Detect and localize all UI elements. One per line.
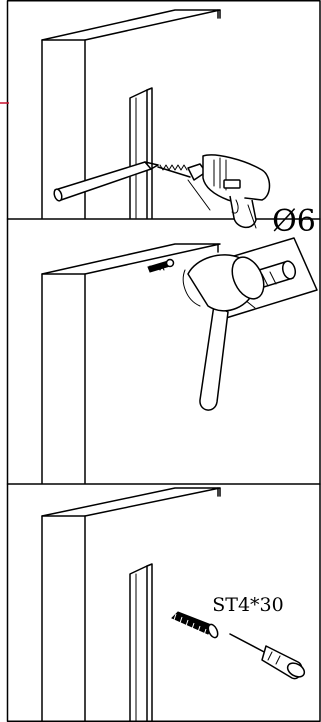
screw-icon — [172, 612, 220, 639]
drill-bit — [158, 165, 190, 177]
panel-screw: ST4*30 — [42, 488, 307, 721]
wall-profile-icon-2 — [130, 564, 152, 721]
hammer-icon — [183, 252, 270, 410]
small-anchor — [148, 260, 174, 273]
pencil-icon — [53, 162, 158, 202]
panel-drill: Ø6 — [42, 10, 316, 239]
wall-slab-3 — [42, 488, 220, 721]
panel-anchor — [42, 238, 317, 483]
drill-icon — [188, 155, 270, 228]
screwdriver-icon — [230, 634, 307, 680]
drill-diameter-label: Ø6 — [272, 204, 316, 239]
screw-size-label: ST4*30 — [212, 594, 283, 616]
wall-profile-icon — [130, 88, 152, 218]
